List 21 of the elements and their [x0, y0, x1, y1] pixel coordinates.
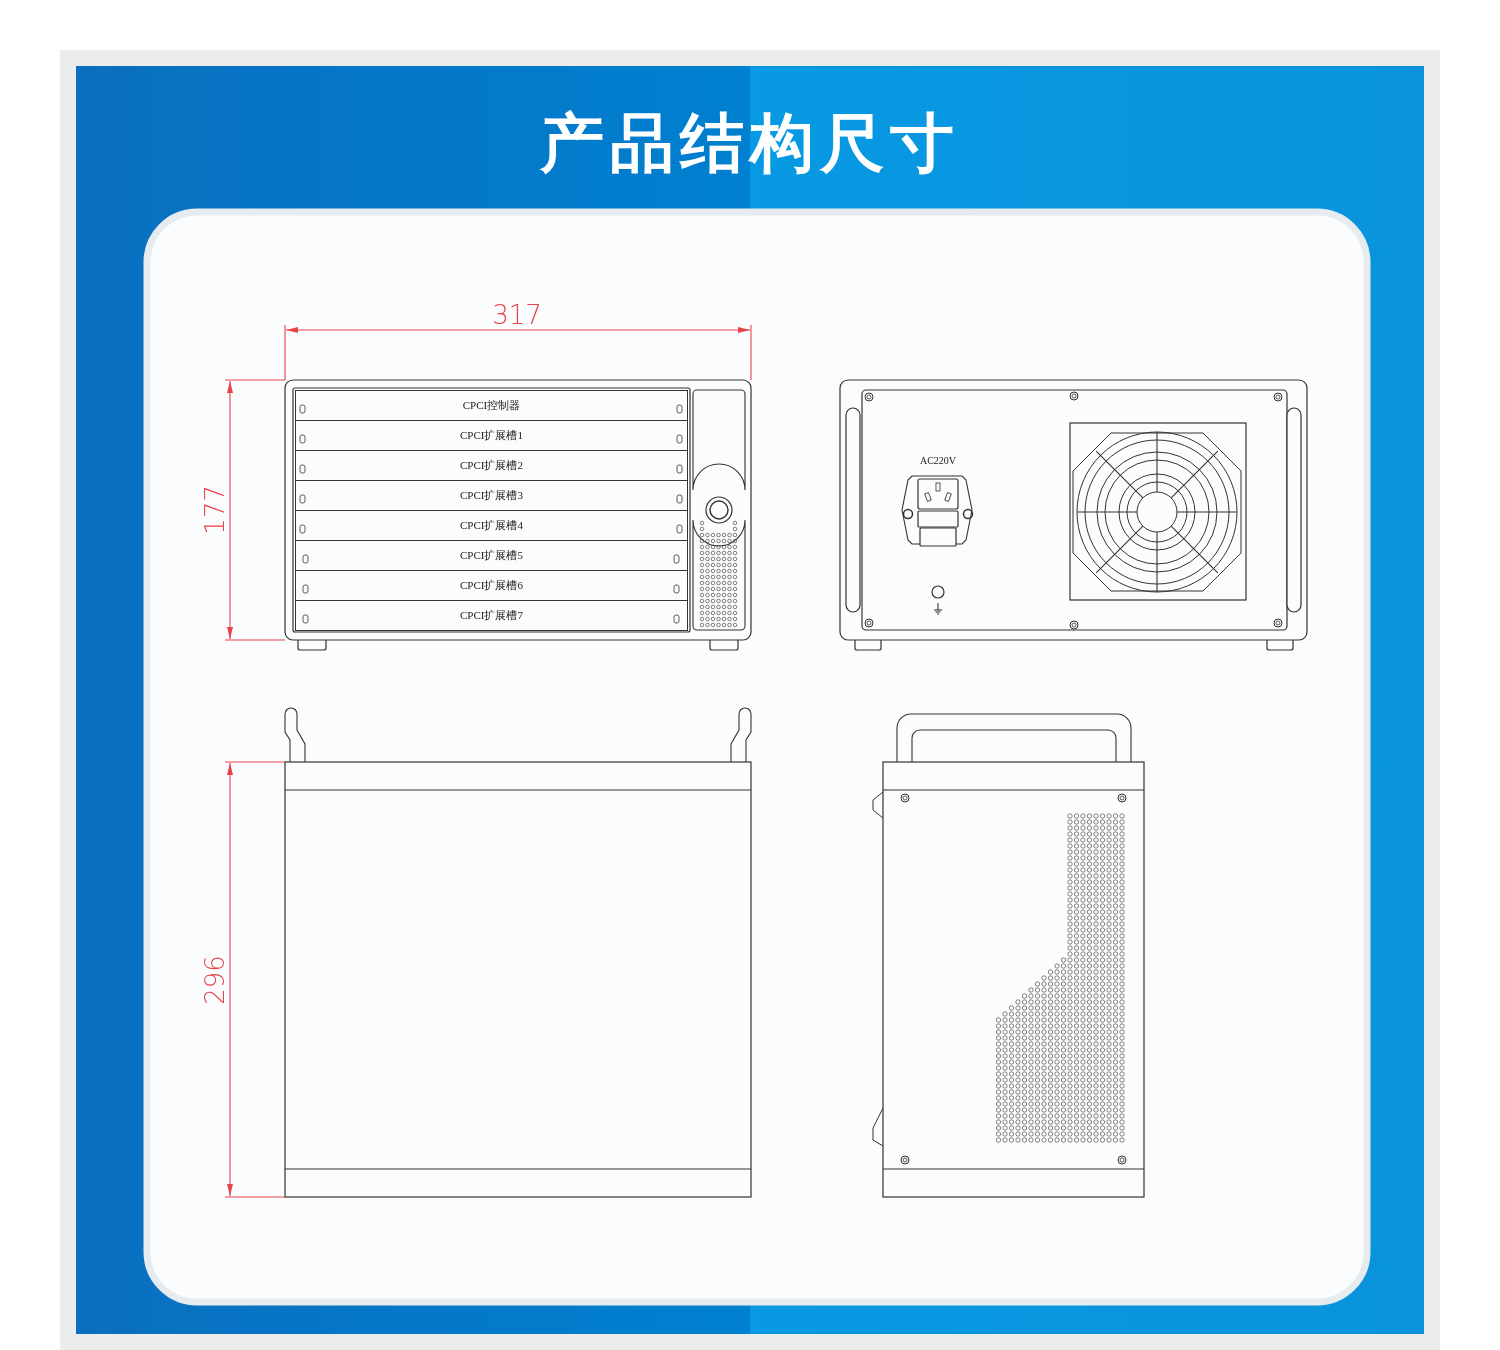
slot-label: CPCI扩展槽4 — [460, 518, 523, 533]
slot-box — [295, 510, 688, 541]
slot-label: CPCI扩展槽6 — [460, 578, 523, 593]
slot-label: CPCI扩展槽3 — [460, 488, 523, 503]
slot-box — [295, 480, 688, 511]
slot-label: CPCI控制器 — [462, 398, 521, 413]
slot-box — [295, 450, 688, 481]
slot-label: CPCI扩展槽7 — [460, 608, 523, 623]
slot-box — [295, 540, 688, 571]
dimension-label: 317 — [492, 300, 542, 330]
slot-label: CPCI扩展槽5 — [460, 548, 523, 563]
dimension-label: 296 — [200, 955, 230, 1005]
slot-label: CPCI扩展槽1 — [460, 428, 523, 443]
slot-label: CPCI扩展槽2 — [460, 458, 523, 473]
title-text: 产品结构尺寸 — [539, 104, 961, 182]
slot-box — [295, 600, 688, 631]
slot-box — [295, 570, 688, 601]
slot-box — [295, 420, 688, 451]
slot-box — [295, 390, 688, 421]
voltage-label: AC220V — [919, 454, 957, 466]
dimension-label: 177 — [200, 485, 230, 535]
